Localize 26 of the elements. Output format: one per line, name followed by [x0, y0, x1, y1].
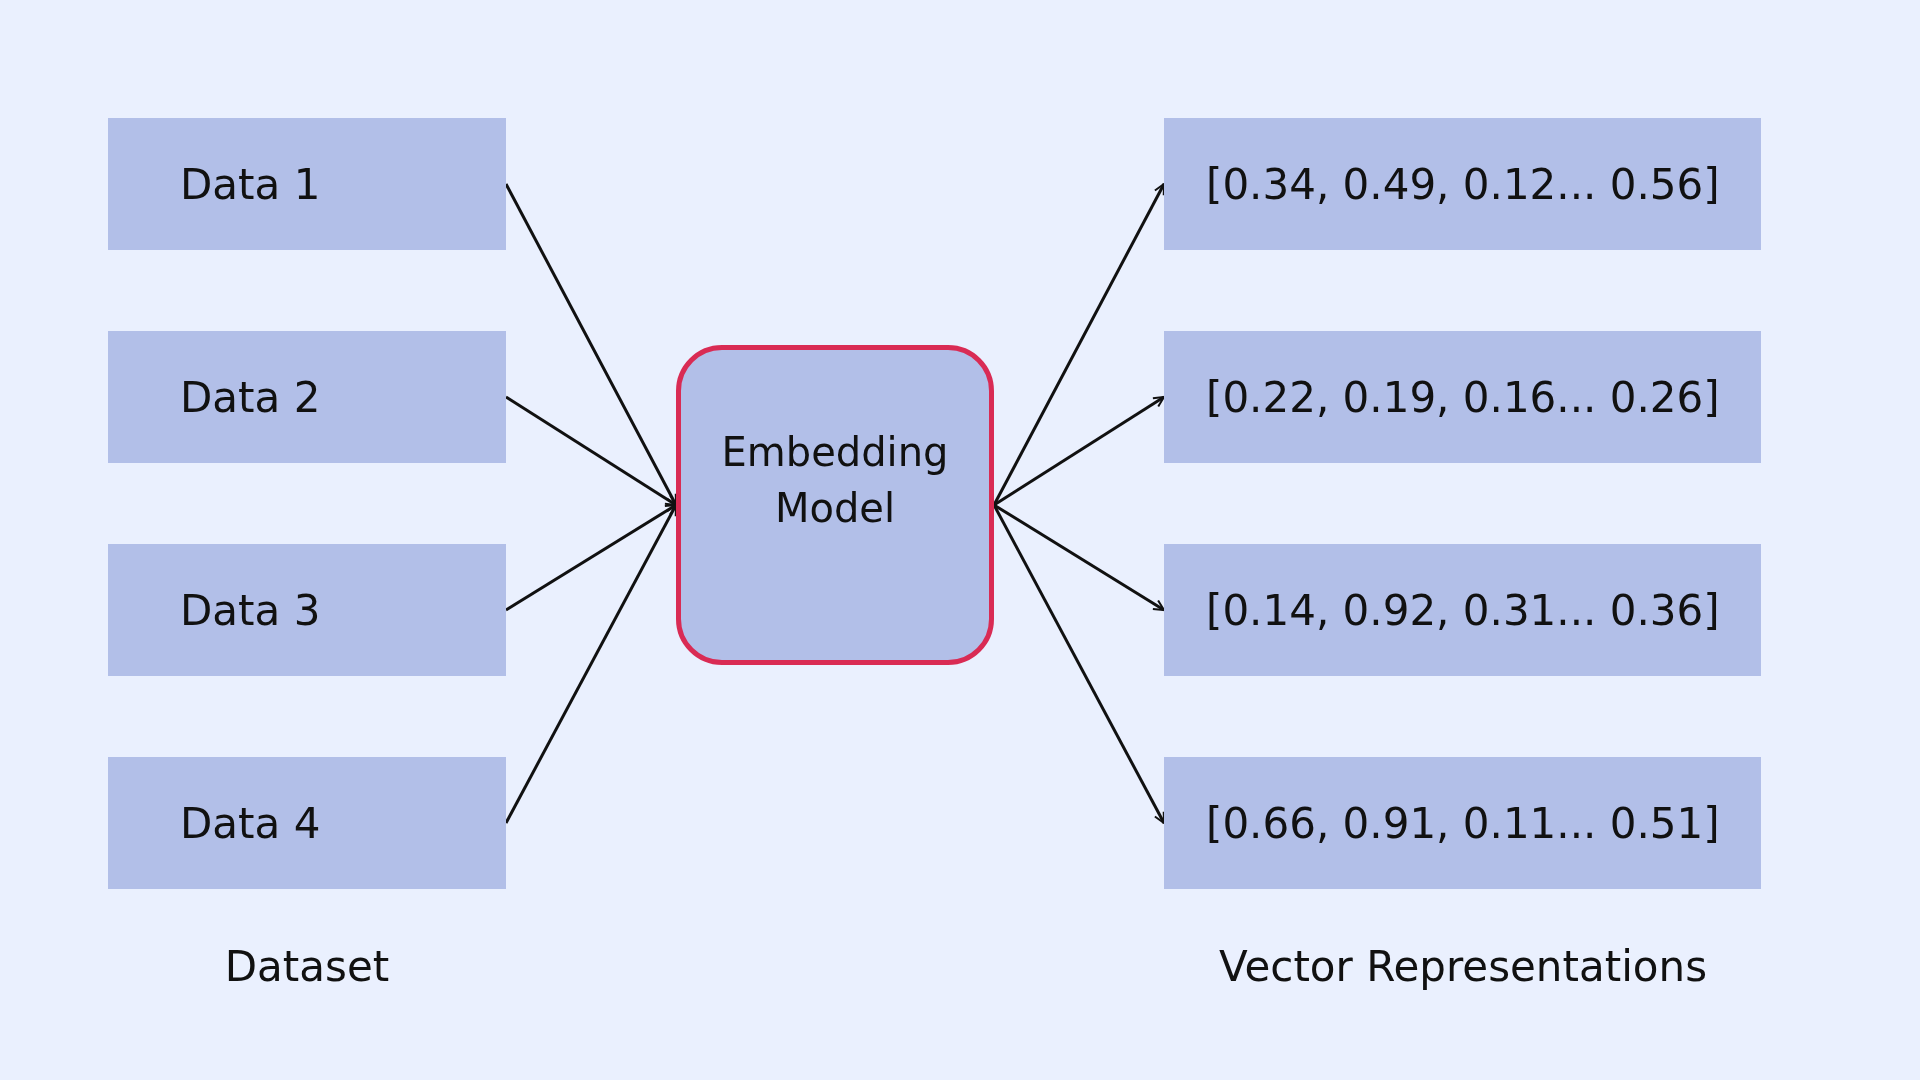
arrow: [993, 395, 1165, 507]
arrow: [505, 503, 677, 612]
process-box: [108, 544, 506, 676]
process-box: [1164, 544, 1761, 676]
process-box: [1164, 331, 1761, 463]
process-box: [1164, 118, 1761, 250]
node-text: Data 2: [180, 372, 321, 422]
node-text: [0.66, 0.91, 0.11... 0.51]: [1206, 798, 1720, 848]
group-label: Vector Representations: [1219, 942, 1707, 991]
process-box: [108, 331, 506, 463]
node-text: [0.34, 0.49, 0.12... 0.56]: [1206, 159, 1720, 209]
arrow: [992, 183, 1166, 506]
process-box: [1164, 757, 1761, 889]
node-text: [0.14, 0.92, 0.31... 0.36]: [1206, 585, 1720, 635]
arrow: [505, 395, 677, 507]
node-text: Data 3: [180, 585, 321, 635]
node-text: Data 4: [180, 798, 321, 848]
model-box: [676, 345, 994, 665]
node-text: Embedding Model: [720, 428, 950, 533]
process-box: [108, 757, 506, 889]
arrow: [992, 504, 1166, 824]
process-box: [108, 118, 506, 250]
node-text: Data 1: [180, 159, 321, 209]
node-text: [0.22, 0.19, 0.16... 0.26]: [1206, 372, 1720, 422]
group-label: Dataset: [224, 942, 390, 991]
arrow: [993, 503, 1165, 612]
